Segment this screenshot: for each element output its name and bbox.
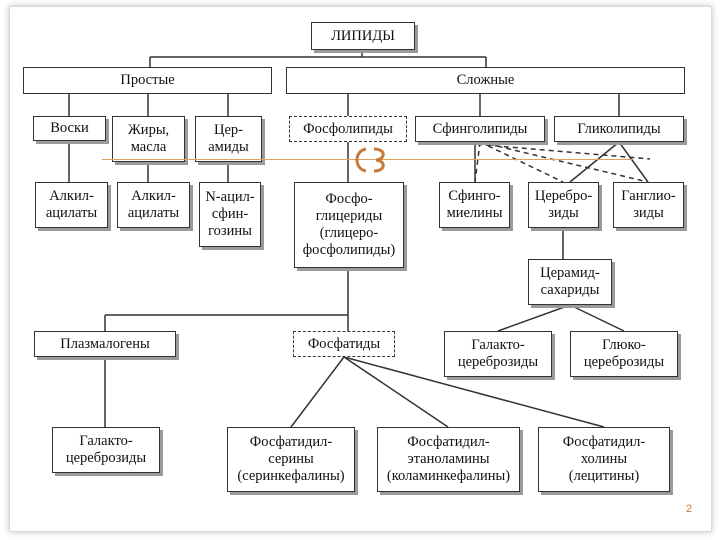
connector [497,304,571,332]
connector [618,141,649,183]
gluco-cerebrosides-box: Глюко- цереброзиды [570,331,678,377]
galacto-cerebrosides-box-2: Галакто- цереброзиды [52,427,160,473]
connector [290,356,345,428]
connector [343,356,449,428]
slide: ЛИПИДЫ Простые Сложные Воски Жиры, масла… [9,6,712,532]
cerebrosides-box: Церебро- зиды [528,182,599,228]
phosphatidyl-ethanolamines-box: Фосфатидил- этаноламины (коламинкефалины… [377,427,520,492]
accent-line [102,159,632,160]
gangliosides-box: Ганглио- зиды [613,182,684,228]
connector-lines [68,50,651,428]
phosphatidyl-serines-box: Фосфатидил- серины (серинкефалины) [227,427,355,492]
galacto-cerebrosides-box-1: Галакто- цереброзиды [444,331,552,377]
connector [569,304,625,332]
lipids-root-box: ЛИПИДЫ [311,22,415,50]
alkyl-acylates-box-1: Алкил- ацилаты [35,182,108,228]
slide-number: 2 [686,503,693,515]
dashed-connector [449,141,651,160]
dashed-connector [474,141,481,183]
plasmalogens-box: Плазмалогены [34,331,176,357]
connector [569,141,620,183]
simple-lipids-box: Простые [23,67,272,94]
decorative-flourish-icon [355,147,385,173]
fats-oils-box: Жиры, масла [112,116,185,162]
connector [343,356,605,428]
dashed-connector [479,141,564,183]
phospholipids-box: Фосфолипиды [289,116,407,142]
ceramide-saccharides-box: Церамид- сахариды [528,259,612,305]
phosphatidyl-cholines-box: Фосфатидил- холины (лецитины) [538,427,670,492]
sphingolipids-box: Сфинголипиды [415,116,545,142]
ceramides-box: Цер- амиды [195,116,262,162]
n-acyl-sphingosines-box: N-ацил- сфин- гозины [199,182,261,247]
phosphoglycerides-box: Фосфо- глицериды (глицеро- фосфолипиды) [294,182,404,268]
complex-lipids-box: Сложные [286,67,685,94]
phosphatides-box: Фосфатиды [293,331,395,357]
waxes-box: Воски [33,116,106,141]
alkyl-acylates-box-2: Алкил- ацилаты [117,182,190,228]
glycolipids-box: Гликолипиды [554,116,684,142]
dashed-connector [479,141,649,183]
sphingomyelins-box: Сфинго- миелины [439,182,510,228]
